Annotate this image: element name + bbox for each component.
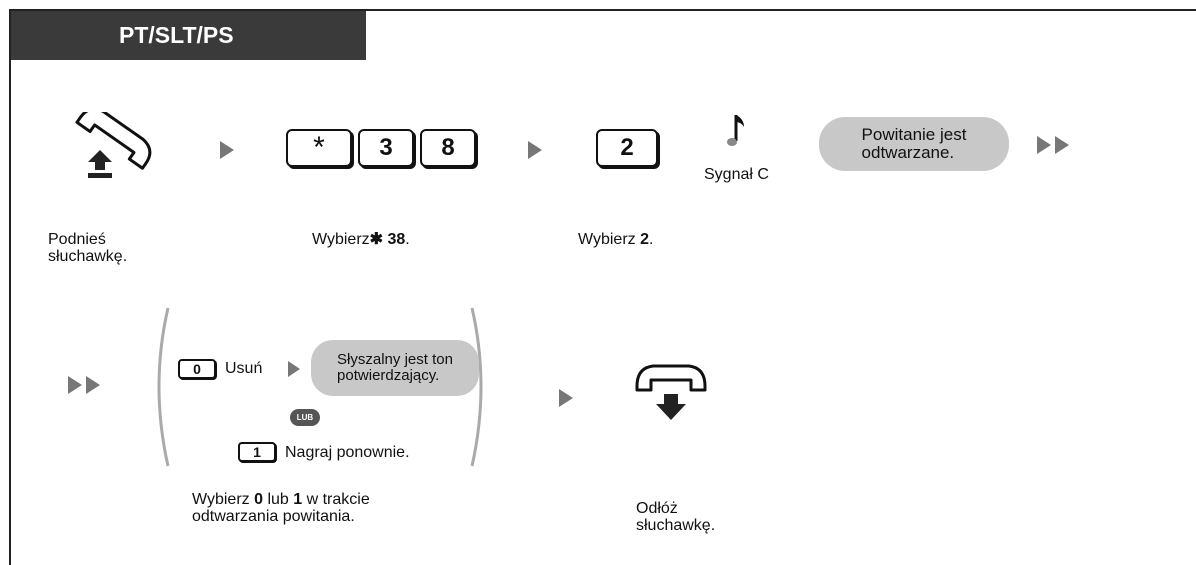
option-rerecord-label: Nagraj ponownie.	[285, 444, 410, 461]
star-key: *	[286, 129, 352, 167]
option-delete-label: Usuń	[225, 360, 263, 377]
double-arrow-icon	[1037, 136, 1051, 154]
diagram-frame	[9, 9, 1196, 565]
step-caption-choose: Wybierz 0 lub 1 w trakcie odtwarzania po…	[192, 491, 370, 525]
left-parenthesis-bracket	[157, 307, 170, 467]
key-2: 2	[596, 129, 658, 167]
arrow-icon	[559, 389, 573, 407]
arrow-icon	[528, 141, 542, 159]
arrow-icon	[288, 361, 300, 377]
music-note-icon	[727, 115, 744, 146]
tone-label: Sygnał C	[704, 166, 769, 183]
or-badge: LUB	[290, 409, 320, 426]
key-3: 3	[358, 129, 414, 167]
on-hook-handset-icon	[635, 364, 707, 420]
step-caption-dial-code: Wybierz✱ 38.	[312, 231, 410, 248]
key-1: 1	[238, 442, 276, 462]
step-caption-pickup: Podnieś słuchawkę.	[48, 231, 128, 265]
double-arrow-icon	[1055, 136, 1069, 154]
double-arrow-icon	[68, 376, 82, 394]
off-hook-handset-icon	[75, 112, 152, 178]
key-8: 8	[420, 129, 476, 167]
page-title: PT/SLT/PS	[11, 11, 366, 60]
step-caption-hangup: Odłóż słuchawkę.	[636, 500, 716, 534]
key-0: 0	[178, 359, 216, 379]
double-arrow-icon	[86, 376, 100, 394]
step-caption-dial-2: Wybierz 2.	[578, 231, 654, 248]
arrow-icon	[220, 141, 234, 159]
right-parenthesis-bracket	[470, 307, 483, 467]
